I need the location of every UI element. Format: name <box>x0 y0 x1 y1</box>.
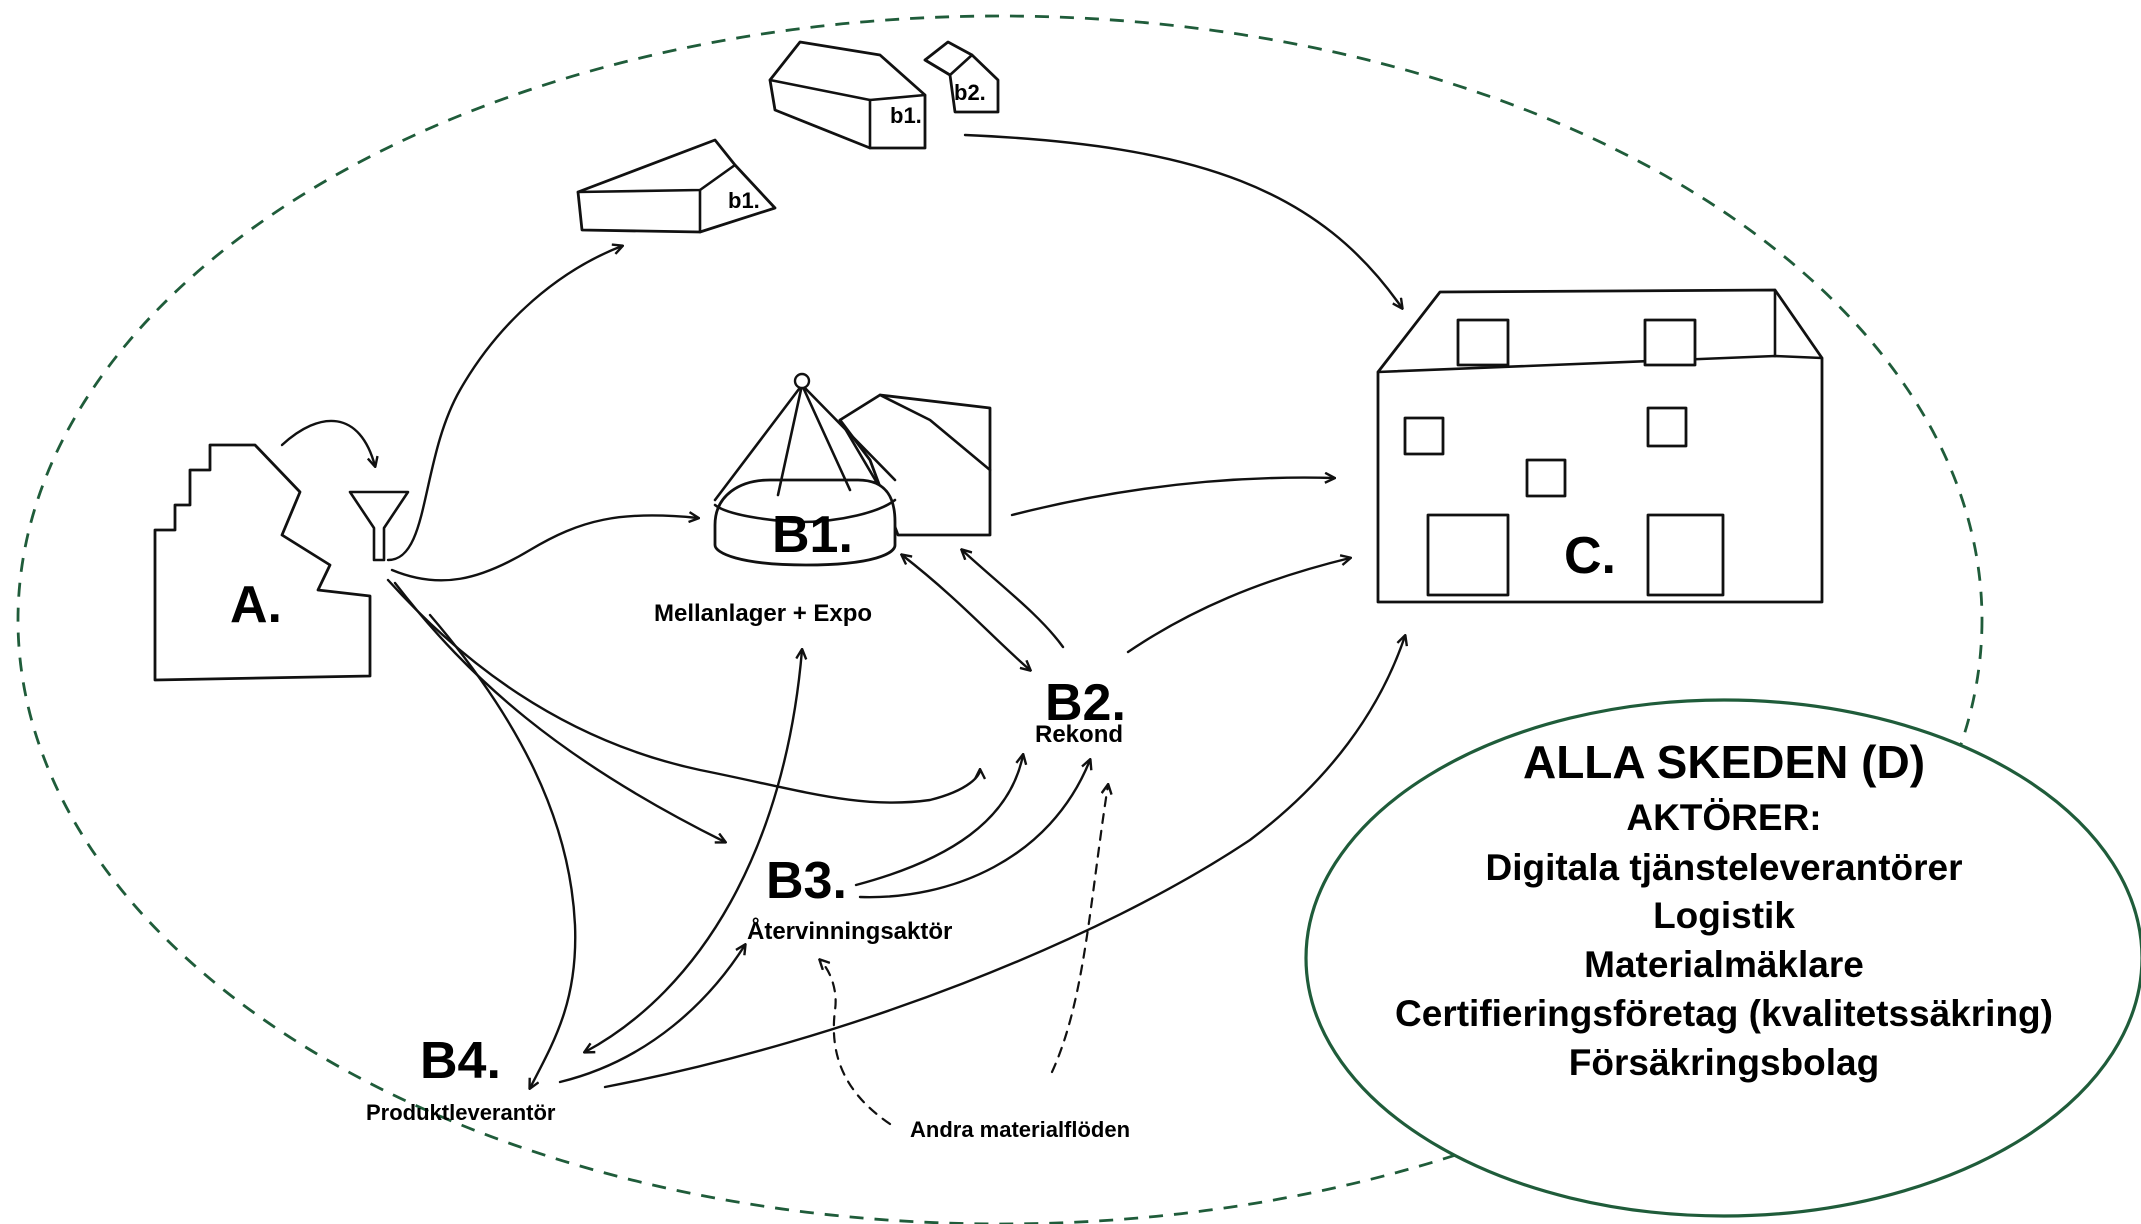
arrow-b2-c <box>1126 558 1350 654</box>
actor-item: Logistik <box>1653 895 1795 936</box>
arrow-b4-c <box>603 636 1405 1089</box>
actor-item: Certifieringsföretag (kvalitetssäkring) <box>1395 993 2053 1034</box>
node-a-label: A. <box>230 576 282 634</box>
arrow-funnel-b1-small <box>386 246 622 562</box>
arrow-b-top-c <box>963 133 1402 308</box>
dashed-arrow-other-b3 <box>820 960 892 1126</box>
building-b1-small <box>576 138 777 234</box>
node-b2-label: B2. <box>1045 674 1126 732</box>
outer-boundary <box>16 14 1984 1224</box>
arrow-funnel-b1 <box>390 515 698 582</box>
b1-small-label-1: b1. <box>728 188 760 213</box>
node-b3-label: B3. <box>766 852 847 910</box>
building-b2-top <box>923 40 1000 114</box>
arrow-b3-b2-outer <box>854 755 1023 887</box>
b1-small-label-2: b1. <box>890 103 922 128</box>
actor-item: Materialmäklare <box>1584 944 1864 985</box>
building-c <box>1376 288 1824 604</box>
b2-small-label: b2. <box>954 80 986 105</box>
arrow-b2-b1 <box>962 550 1065 649</box>
arrow-b1-c <box>1010 478 1334 517</box>
actor-item: Digitala tjänsteleverantörer <box>1485 847 1962 888</box>
actors-subtitle: AKTÖRER: <box>1626 797 1821 838</box>
b1-tent-building <box>713 372 992 567</box>
actors-title: ALLA SKEDEN (D) <box>1523 736 1925 788</box>
arrow-funnel-b4 <box>428 613 577 1088</box>
flow-arrows <box>280 133 1405 1126</box>
node-b3-sublabel: Återvinningsaktör <box>747 917 952 945</box>
dashed-arrow-other-b2 <box>1050 785 1108 1074</box>
node-b4-label: B4. <box>420 1032 501 1090</box>
building-a <box>153 443 372 682</box>
arrow-b3-b2 <box>858 760 1090 899</box>
actor-item: Försäkringsbolag <box>1569 1042 1879 1083</box>
node-c-label: C. <box>1564 527 1616 585</box>
arrow-b1-b4-bidirectional <box>585 650 802 1052</box>
funnel-icon <box>348 490 410 562</box>
arrow-a-funnel <box>280 419 375 466</box>
node-b1-sublabel: Mellanlager + Expo <box>654 600 872 627</box>
node-b1-label: B1. <box>772 506 853 564</box>
actors-ellipse <box>1304 698 2141 1218</box>
arrow-b4-b3 <box>558 945 745 1084</box>
node-b4-sublabel: Produktleverantör <box>366 1100 556 1125</box>
arrow-b1-b2-bidirectional <box>902 555 1030 670</box>
building-b1-top <box>768 40 927 150</box>
other-flows-label: Andra materialflöden <box>910 1117 1130 1142</box>
node-b2-sublabel: Rekond <box>1035 721 1123 748</box>
